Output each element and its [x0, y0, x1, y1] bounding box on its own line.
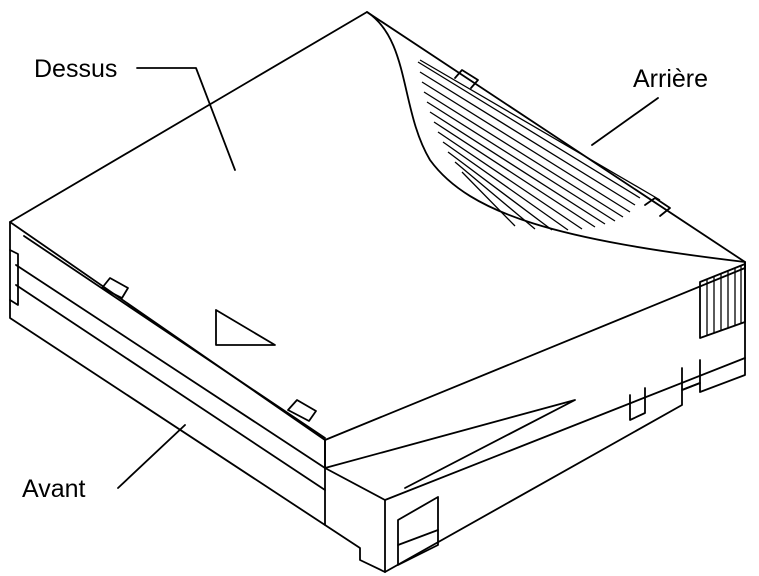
grip-curve — [366, 11, 746, 263]
front-left-recess — [9, 249, 19, 306]
right-end-grille — [699, 263, 746, 339]
label-front: Avant — [22, 475, 86, 503]
label-rear: Arrière — [633, 65, 708, 93]
direction-arrow — [215, 309, 276, 346]
rear-clip-top — [454, 69, 479, 89]
front-bottom-step — [324, 524, 386, 573]
leader-front — [117, 424, 186, 489]
front-clip-left — [101, 277, 129, 299]
corner-top-edge — [324, 357, 746, 501]
corner-wedge — [324, 399, 576, 489]
label-top: Dessus — [34, 55, 117, 83]
front-corner-window-diag — [397, 529, 439, 546]
rear-clip-side — [644, 197, 671, 217]
leader-rear — [591, 97, 659, 146]
right-notch-1 — [629, 387, 646, 421]
front-face-groove-bottom — [15, 284, 326, 491]
front-face-groove-top — [15, 264, 326, 469]
front-face-outline — [9, 221, 326, 526]
right-face-outline — [384, 261, 746, 573]
grip-ridges — [417, 59, 661, 231]
front-clip-right — [287, 399, 317, 422]
top-rim-line — [23, 235, 326, 439]
right-notch-2 — [681, 359, 701, 391]
leader-top — [136, 67, 236, 171]
front-corner-window — [397, 496, 439, 566]
